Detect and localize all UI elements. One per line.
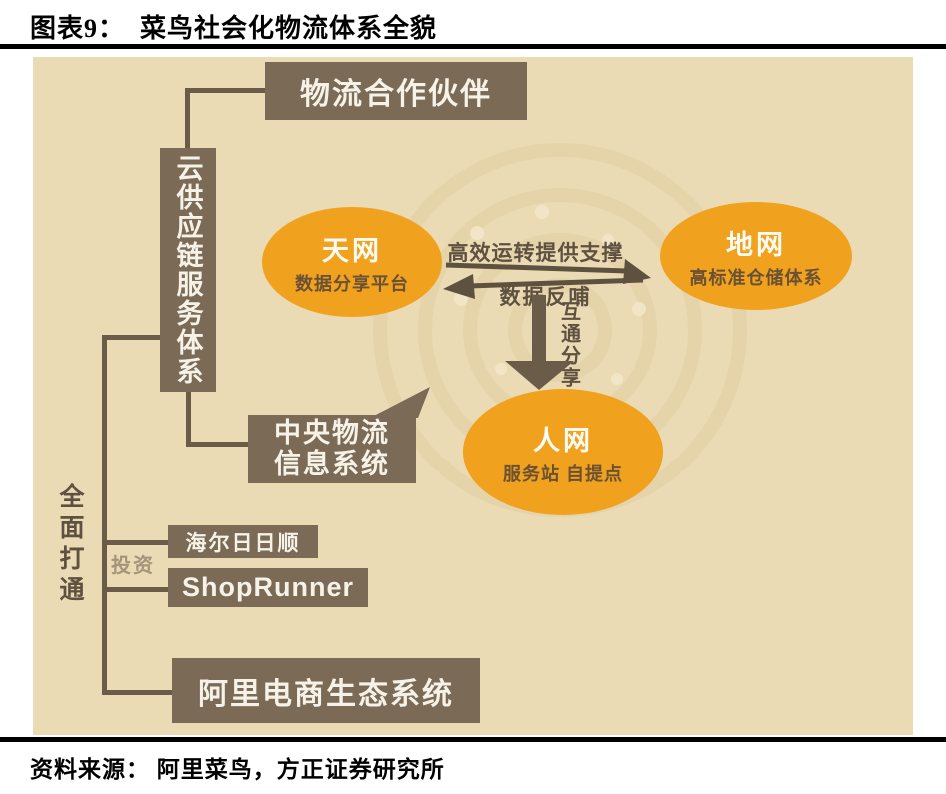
connector-line (186, 442, 250, 447)
connector-line (185, 88, 190, 150)
cloud-supply-chain-box: 云供应链服务体系 (160, 148, 216, 392)
interconnect-label: 互通分享 (557, 301, 580, 389)
people-net-ellipse: 人网 服务站 自提点 (463, 389, 663, 515)
shoprunner-box: ShopRunner (168, 568, 368, 607)
support-arrow-label: 高效运转提供支撑 (447, 242, 624, 265)
central-box-pointer (370, 387, 430, 418)
central-logistics-info-box: 中央物流 信息系统 (248, 415, 416, 483)
haier-box: 海尔日日顺 (168, 525, 318, 558)
sky-net-ellipse: 天网 数据分享平台 (262, 207, 442, 317)
ali-ecosystem-box: 阿里电商生态系统 (172, 658, 480, 723)
people-net-title: 人网 (533, 425, 593, 456)
ground-net-subtitle: 高标准仓储体系 (689, 267, 823, 288)
connector-line (186, 392, 191, 447)
connector-line (102, 335, 107, 695)
connector-line (102, 335, 162, 340)
invest-label: 投资 (111, 555, 155, 577)
sky-net-subtitle: 数据分享平台 (295, 273, 409, 294)
people-net-subtitle: 服务站 自提点 (502, 463, 623, 484)
central-box-line1: 中央物流 (274, 417, 390, 448)
connector-line (185, 88, 269, 93)
connector-line (102, 587, 170, 592)
bottom-divider (0, 737, 946, 742)
diagram-panel: 物流合作伙伴 云供应链服务体系 中央物流 信息系统 海尔日日顺 ShopRunn… (33, 57, 913, 735)
connector-line (102, 540, 170, 545)
figure-title: 图表9： 菜鸟社会化物流体系全貌 (30, 14, 438, 43)
title-divider (0, 44, 946, 49)
full-connect-label: 全面打通 (56, 483, 84, 607)
sky-net-title: 天网 (322, 235, 382, 266)
ground-net-title: 地网 (726, 229, 786, 260)
logistics-partner-box: 物流合作伙伴 (265, 62, 527, 120)
connector-line (102, 690, 174, 695)
source-note: 资料来源： 阿里菜鸟，方正证券研究所 (30, 757, 445, 782)
ground-net-ellipse: 地网 高标准仓储体系 (660, 202, 852, 310)
central-box-line2: 信息系统 (274, 449, 390, 479)
feedback-arrow-label: 数据反哺 (499, 286, 592, 309)
